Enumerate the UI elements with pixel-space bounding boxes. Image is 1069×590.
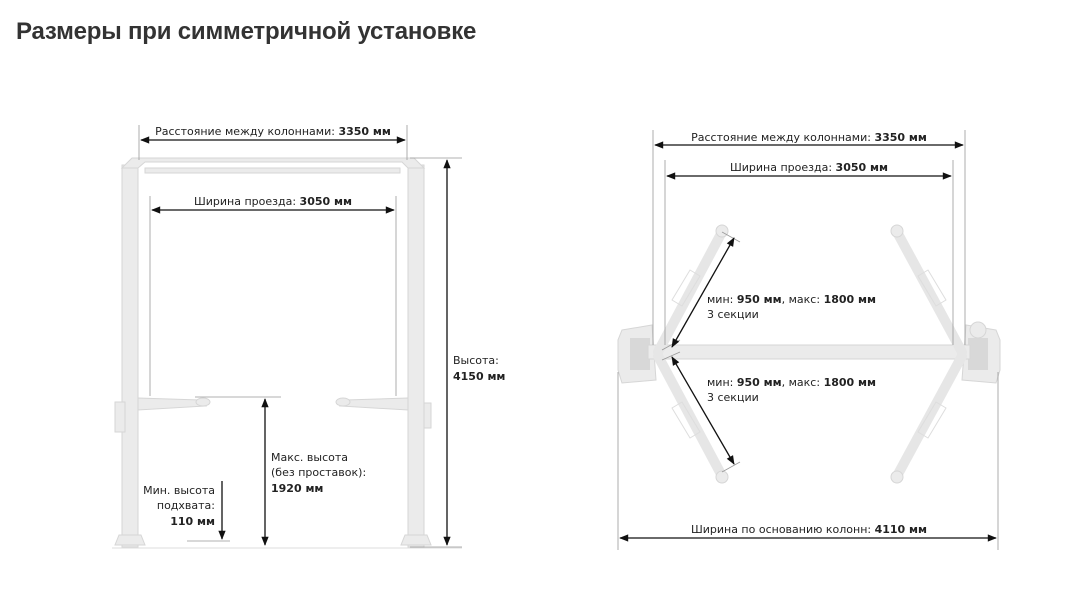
lower-arm-length-label: мин: 950 мм, макс: 1800 мм <box>707 376 876 389</box>
drive-width-label: Ширина проезда: 3050 мм <box>194 195 352 208</box>
top-view: Расстояние между колоннами: 3350 мм Шири… <box>617 130 1001 550</box>
min-height-label-2: подхвата: <box>157 499 215 512</box>
base-width-label: Ширина по основанию колонн: 4110 мм <box>691 523 927 536</box>
height-label: Высота: <box>453 354 499 367</box>
front-view: Расстояние между колоннами: 3350 мм Шири… <box>112 125 505 549</box>
max-height-value: 1920 мм <box>271 482 323 495</box>
max-height-label-1: Макс. высота <box>271 451 348 464</box>
top-column-distance-label: Расстояние между колоннами: 3350 мм <box>691 131 927 144</box>
min-height-label-1: Мин. высота <box>143 484 215 497</box>
lower-arm-length-dimension <box>671 356 735 465</box>
upper-arm-length-label: мин: 950 мм, макс: 1800 мм <box>707 293 876 306</box>
upper-arm-length-dimension <box>671 237 735 348</box>
column-distance-label: Расстояние между колоннами: 3350 мм <box>155 125 391 138</box>
lift-front-drawing <box>112 157 462 549</box>
max-height-label-2: (без проставок): <box>271 466 366 479</box>
lower-arm-sections: 3 секции <box>707 391 759 404</box>
top-drive-width-label: Ширина проезда: 3050 мм <box>730 161 888 174</box>
height-value: 4150 мм <box>453 370 505 383</box>
min-height-value: 110 мм <box>170 515 215 528</box>
page-title: Размеры при симметричной установке <box>16 18 477 45</box>
upper-arm-sections: 3 секции <box>707 308 759 321</box>
